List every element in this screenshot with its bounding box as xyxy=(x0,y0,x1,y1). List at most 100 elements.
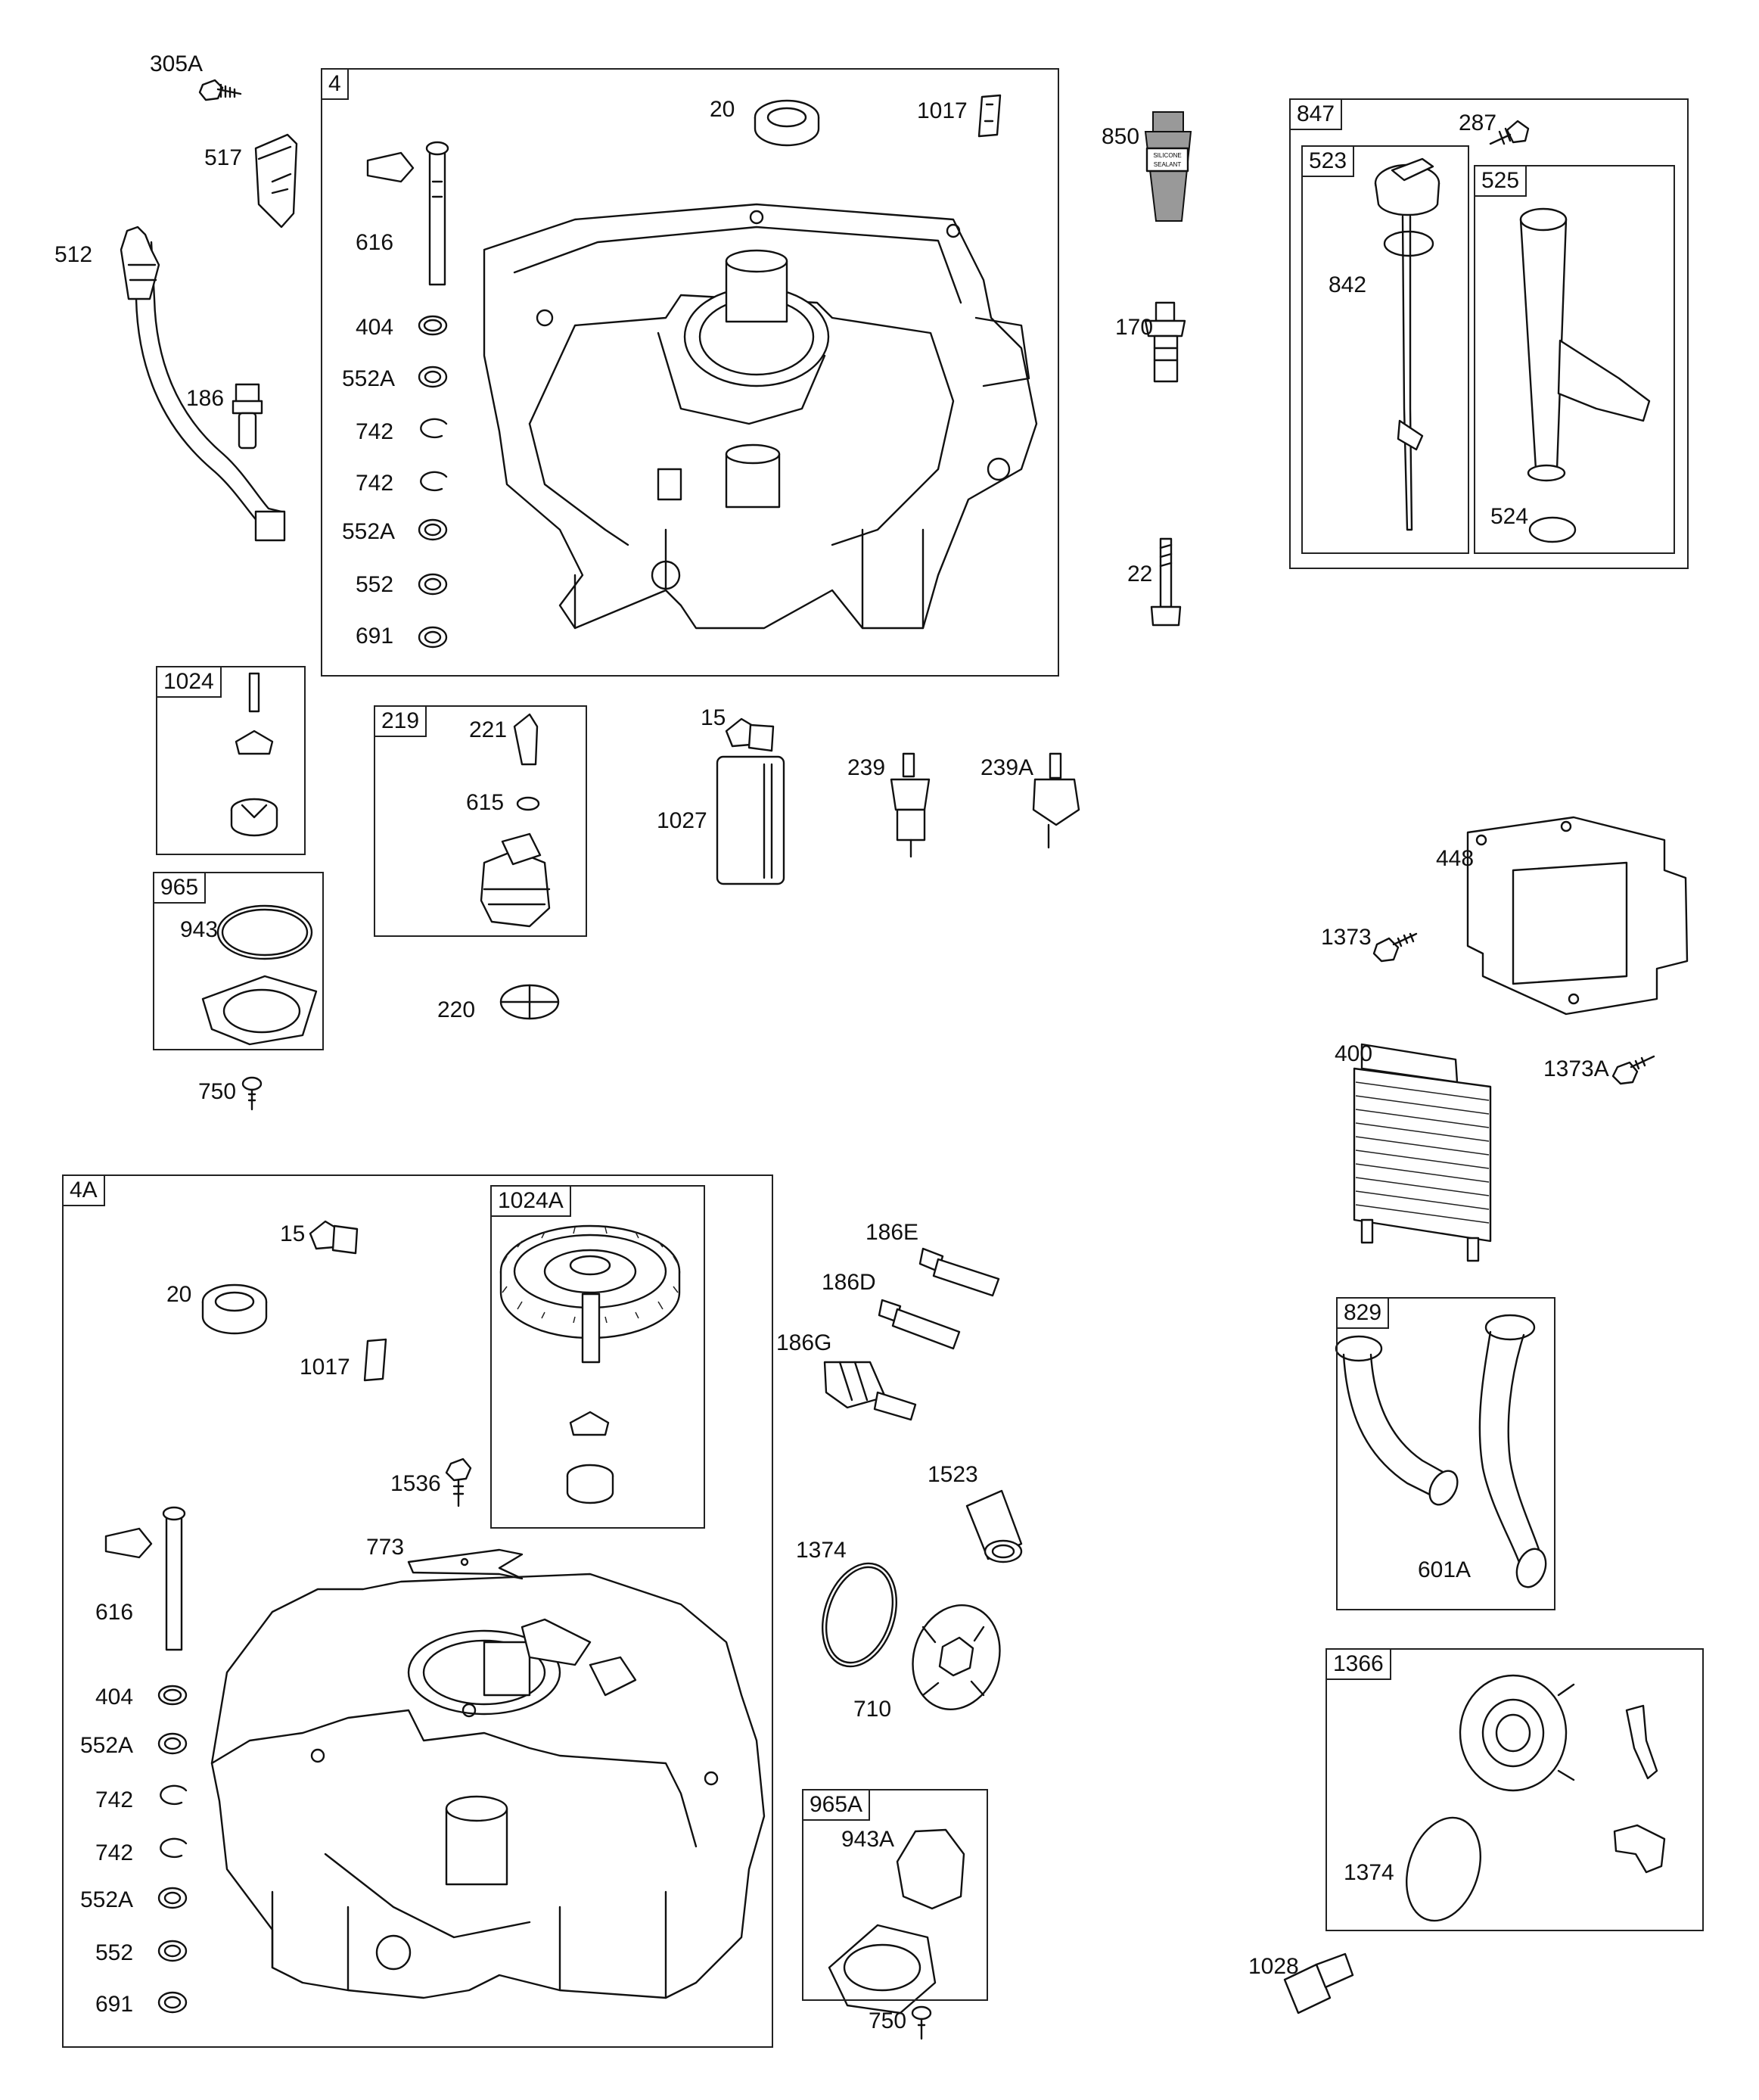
label-box4-742-1: 742 xyxy=(356,419,394,444)
adapter-1366-drawing xyxy=(1405,1674,1666,1922)
label-box4-404: 404 xyxy=(356,315,394,340)
switch-239A-drawing xyxy=(1032,752,1080,849)
box-847-tag: 847 xyxy=(1291,100,1343,130)
label-4A-552A-1: 552A xyxy=(80,1733,134,1758)
shaft-616-drawing xyxy=(366,141,449,286)
label-710: 710 xyxy=(853,1697,892,1722)
label-239: 239 xyxy=(847,755,886,780)
label-box4-616: 616 xyxy=(356,230,394,255)
label-15: 15 xyxy=(701,705,726,730)
sealant-label-line2: SEALANT xyxy=(1154,161,1182,168)
label-4A-773: 773 xyxy=(366,1535,405,1560)
label-4A-15: 15 xyxy=(280,1221,306,1246)
part-1523-drawing xyxy=(965,1489,1023,1563)
clip-517-drawing xyxy=(254,133,298,229)
label-box4-552: 552 xyxy=(356,572,394,597)
ring-1374-drawing xyxy=(821,1562,898,1668)
label-4A-742-2: 742 xyxy=(95,1840,134,1865)
fitting-186-drawing xyxy=(232,383,263,450)
label-box4-1017: 1017 xyxy=(917,98,968,123)
filter-1027-drawing xyxy=(716,755,785,885)
label-239A: 239A xyxy=(981,755,1034,780)
parts-219-drawing xyxy=(480,713,551,928)
bearing-20-drawing xyxy=(754,99,820,147)
fitting-1028-drawing xyxy=(1283,1952,1354,2014)
part-1017-drawing xyxy=(977,94,1002,138)
part-773-drawing xyxy=(407,1548,524,1580)
crankcase-4A-drawing xyxy=(210,1573,766,1999)
bolt-22-drawing xyxy=(1150,537,1182,627)
label-615: 615 xyxy=(466,790,505,815)
box-1366: 1366 xyxy=(1325,1648,1704,1931)
box-1024A-tag: 1024A xyxy=(492,1187,571,1217)
label-186: 186 xyxy=(186,386,225,411)
label-750b: 750 xyxy=(869,2008,907,2033)
crankcase-4-drawing xyxy=(483,203,1038,630)
box-965: 965 xyxy=(153,872,324,1050)
label-4A-1536: 1536 xyxy=(390,1471,441,1496)
plug-15-4A-drawing xyxy=(309,1220,359,1255)
box-965A: 965A xyxy=(802,1789,988,2001)
dipstick-523-drawing xyxy=(1374,157,1440,531)
box-965A-tag: 965A xyxy=(803,1790,871,1821)
screw-287-drawing xyxy=(1489,120,1530,145)
label-box4-20: 20 xyxy=(710,97,735,122)
label-517: 517 xyxy=(204,145,243,170)
label-box4-691: 691 xyxy=(356,624,394,649)
rings-4A-drawing xyxy=(157,1685,188,2014)
label-842: 842 xyxy=(1329,272,1367,297)
label-1028: 1028 xyxy=(1248,1954,1299,1979)
label-22: 22 xyxy=(1127,562,1153,586)
bracket-448-drawing xyxy=(1466,816,1689,1016)
box-525: 525 xyxy=(1474,165,1675,554)
bearing-20-4A-drawing xyxy=(201,1283,268,1335)
label-4A-1017: 1017 xyxy=(300,1355,350,1380)
label-221: 221 xyxy=(469,717,508,742)
fitting-186G-drawing xyxy=(823,1361,917,1421)
screw-1373-drawing xyxy=(1372,932,1418,963)
box-1366-tag: 1366 xyxy=(1327,1650,1391,1680)
label-305A: 305A xyxy=(150,51,204,76)
box-219-tag: 219 xyxy=(375,707,427,737)
box-4: 4 xyxy=(321,68,1059,677)
box-965-tag: 965 xyxy=(154,873,207,904)
plug-15-drawing xyxy=(725,717,775,752)
label-220: 220 xyxy=(437,997,476,1022)
sealant-tube-850-drawing: SILICONE SEALANT xyxy=(1144,111,1192,222)
label-box4-742-2: 742 xyxy=(356,471,394,496)
label-4A-552: 552 xyxy=(95,1940,134,1965)
box-525-tag: 525 xyxy=(1475,166,1527,197)
label-1523: 1523 xyxy=(928,1462,978,1487)
label-512: 512 xyxy=(54,242,93,267)
label-400: 400 xyxy=(1335,1041,1373,1066)
label-186E: 186E xyxy=(866,1220,919,1245)
box-1024A: 1024A xyxy=(490,1185,705,1529)
label-943: 943 xyxy=(180,917,219,942)
box-523: 523 xyxy=(1301,145,1469,554)
screw-1373A-drawing xyxy=(1611,1055,1655,1085)
hoses-829-drawing xyxy=(1335,1314,1547,1588)
label-1373: 1373 xyxy=(1321,925,1372,950)
shaft-616-4A-drawing xyxy=(104,1506,186,1651)
box-1024: 1024 xyxy=(156,666,306,855)
box-1024-tag: 1024 xyxy=(157,667,222,698)
label-4A-742-1: 742 xyxy=(95,1787,134,1812)
fitting-186D-drawing xyxy=(878,1299,961,1350)
label-943A: 943A xyxy=(841,1827,895,1852)
label-186D: 186D xyxy=(822,1270,876,1295)
label-box4-552A-1: 552A xyxy=(342,366,396,391)
label-850: 850 xyxy=(1102,124,1140,149)
screw-750b-drawing xyxy=(911,2005,932,2040)
tube-512-drawing xyxy=(120,226,286,542)
label-4A-20: 20 xyxy=(166,1282,192,1307)
switch-239-drawing xyxy=(890,752,931,858)
label-box4-552A-2: 552A xyxy=(342,519,396,544)
label-4A-691: 691 xyxy=(95,1992,134,2017)
stud-170-drawing xyxy=(1144,301,1186,383)
label-186G: 186G xyxy=(776,1330,832,1355)
gasket-965-drawing xyxy=(201,904,318,1046)
label-287: 287 xyxy=(1459,110,1497,135)
label-448: 448 xyxy=(1436,846,1475,871)
box-847: 847 xyxy=(1289,98,1689,569)
